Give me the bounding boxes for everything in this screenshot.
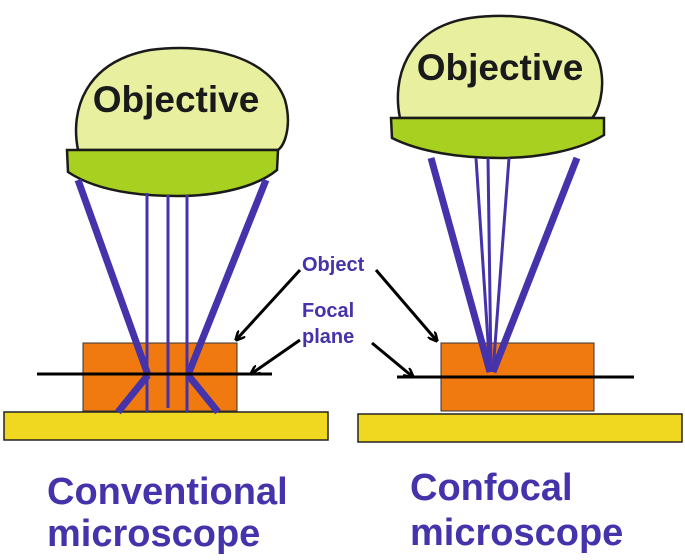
left-sample-object — [82, 342, 238, 412]
object-callout-label: Object — [302, 254, 365, 276]
right-objective-lens — [389, 116, 606, 160]
right-beam-outer-left — [427, 157, 494, 373]
conventional-microscope-panel: Objective Conventional microscope — [3, 46, 329, 555]
left-beam-outer-left-divergent — [115, 372, 151, 415]
focal-plane-arrow-right — [371, 341, 413, 377]
left-objective-lens — [65, 148, 280, 198]
right-objective-housing — [396, 14, 604, 120]
left-objective-label: Objective — [93, 79, 260, 120]
right-objective-label: Objective — [417, 47, 584, 88]
focal-plane-arrow-left — [251, 338, 301, 374]
focal-plane-callout-label-line2: plane — [302, 326, 354, 348]
right-caption-line2: microscope — [410, 512, 623, 554]
left-beam-outer-right — [184, 178, 270, 377]
right-beam-inner-3 — [491, 157, 511, 373]
right-beam-inner-1 — [474, 157, 492, 373]
left-glass-slide — [3, 411, 329, 441]
left-beam-outer-left — [74, 178, 152, 377]
object-arrow-left — [236, 268, 302, 340]
right-glass-slide — [357, 413, 683, 443]
left-beam-outer-right-divergent — [185, 372, 221, 415]
right-beam-outer-right — [489, 156, 581, 374]
focal-plane-callout-label-line1: Focal — [302, 300, 354, 322]
left-objective-housing — [74, 46, 290, 152]
left-caption-line1: Conventional — [47, 471, 288, 513]
left-caption-line2: microscope — [47, 513, 260, 555]
right-beam-inner-2 — [486, 157, 493, 373]
object-arrow-right — [374, 269, 437, 341]
callouts: Object Focal plane — [236, 254, 437, 377]
right-light-beams — [427, 156, 581, 374]
confocal-microscope-panel: Objective Confocal microscope — [357, 14, 683, 554]
right-caption-line1: Confocal — [410, 467, 573, 509]
